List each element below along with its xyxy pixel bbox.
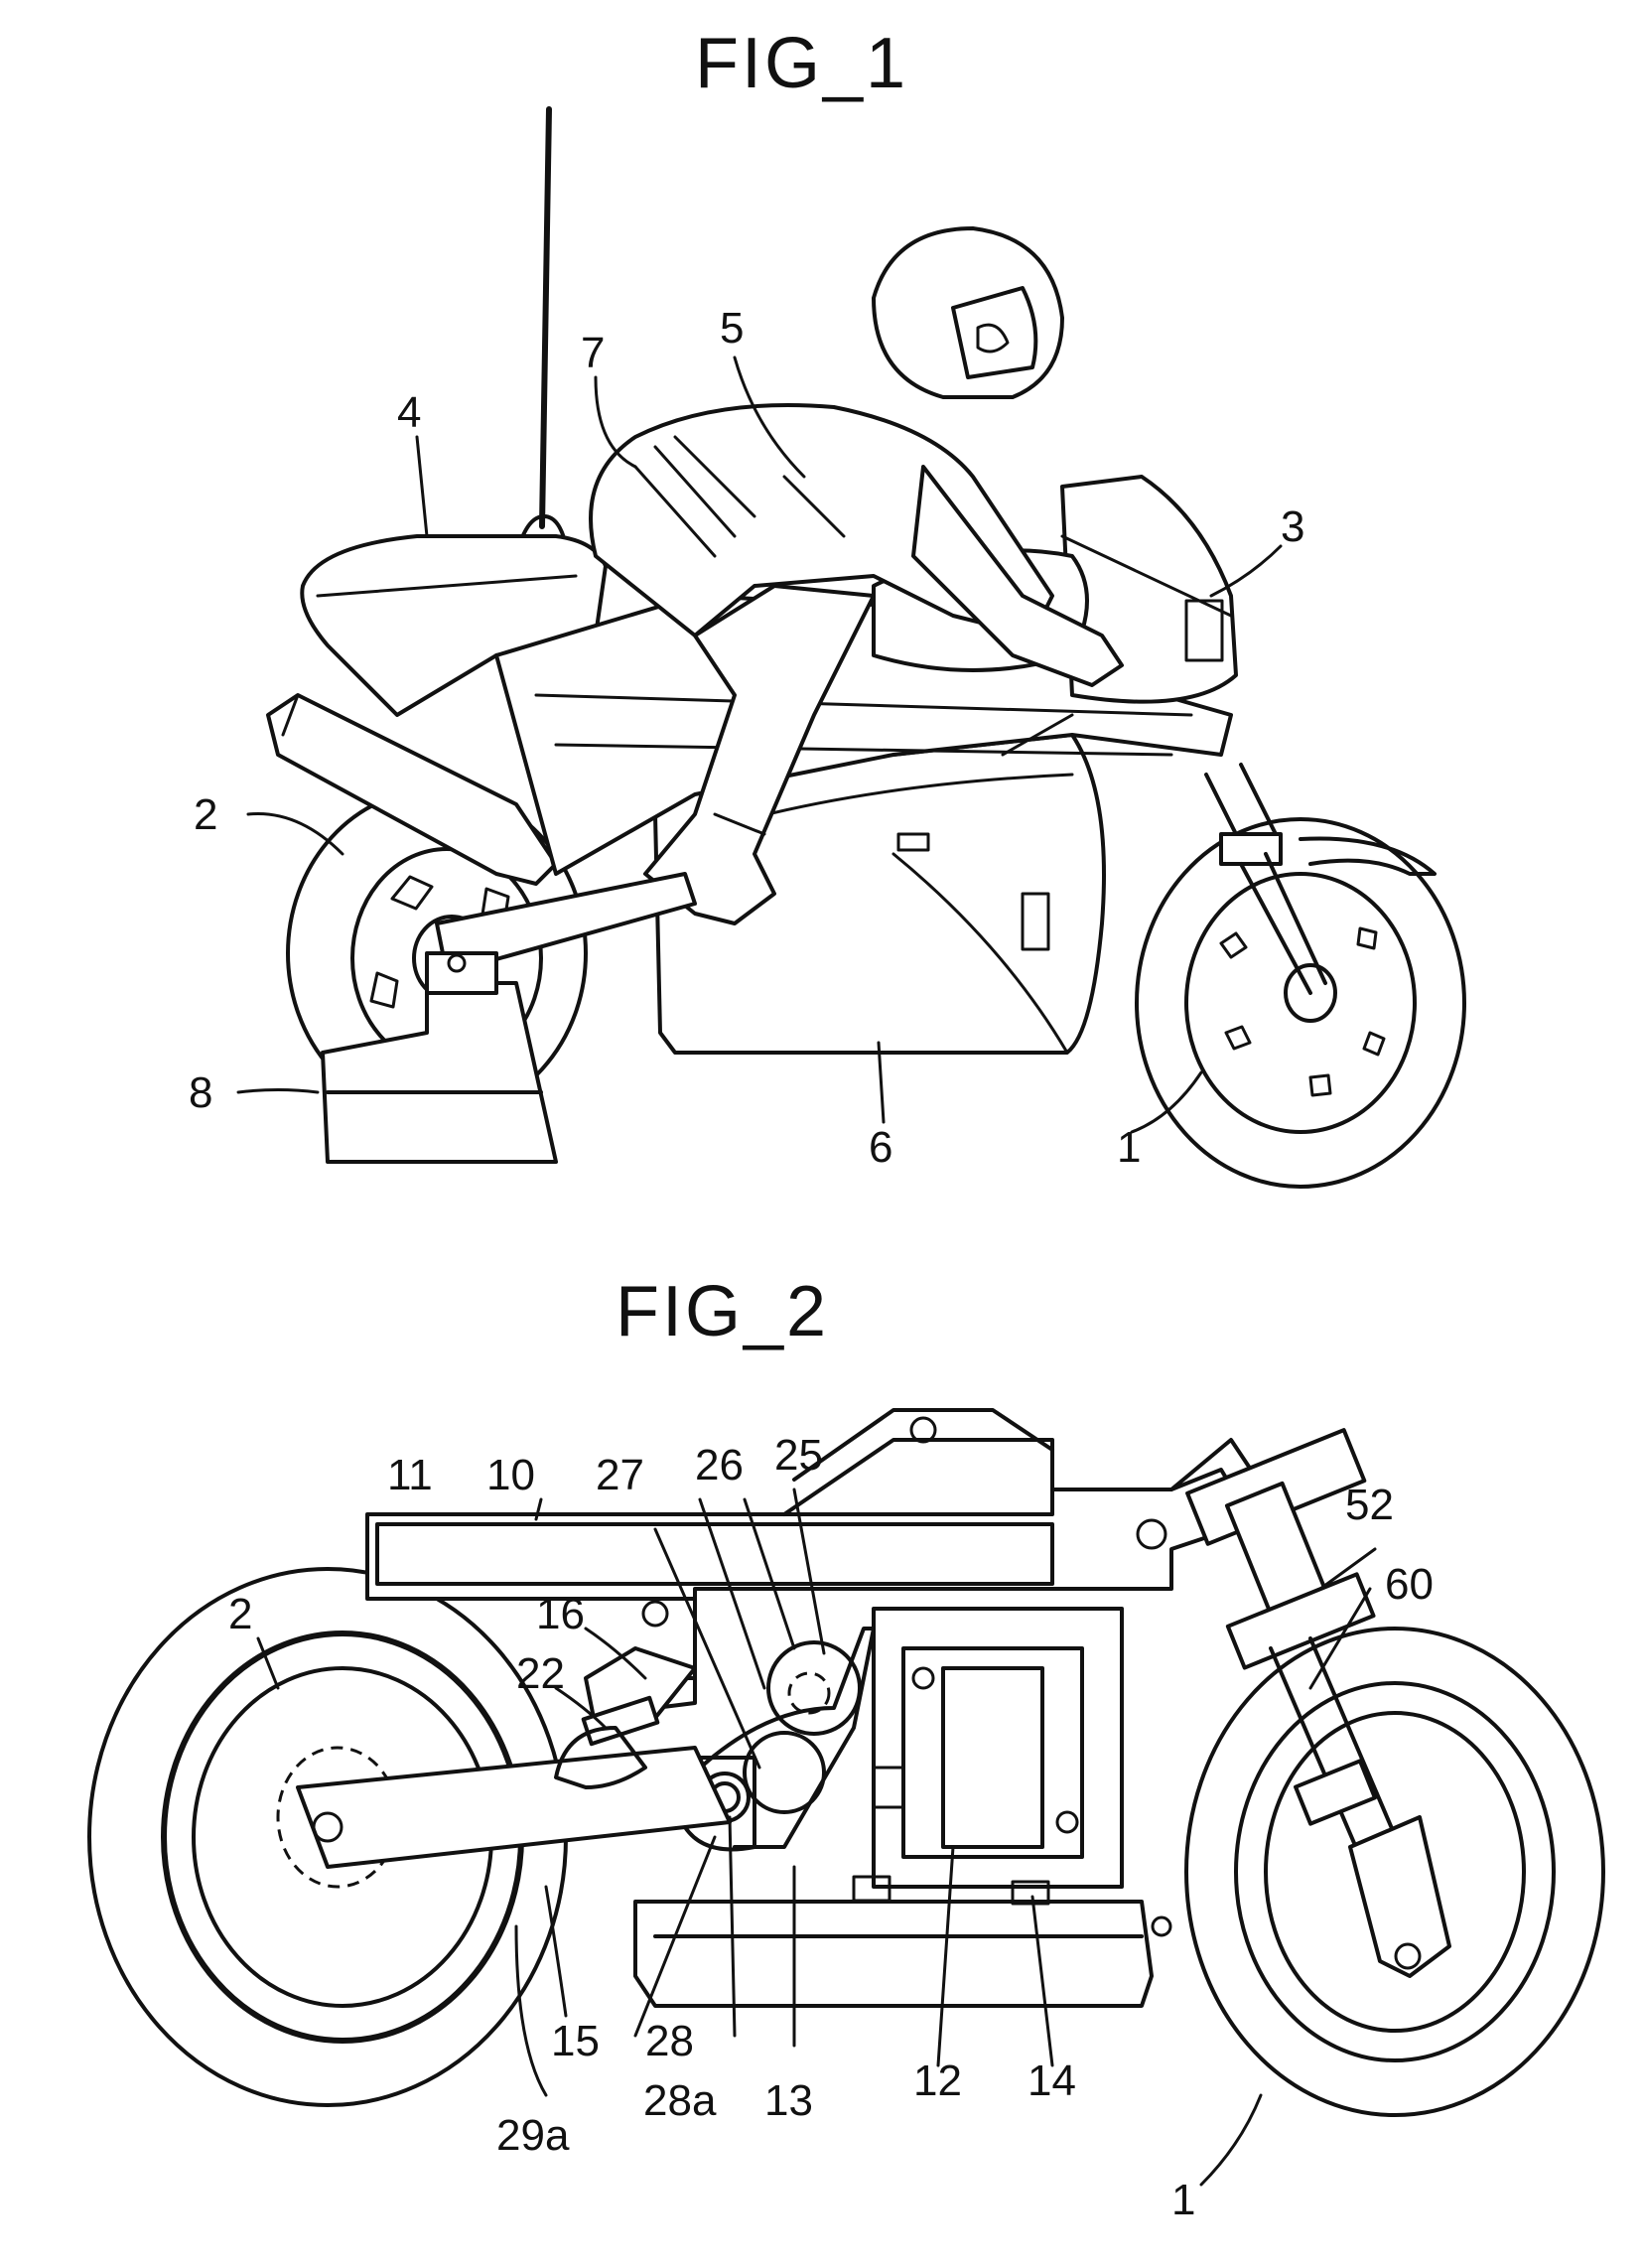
label-stand: 8 — [189, 1068, 212, 1117]
label-steering-unit: 52 — [1345, 1481, 1394, 1529]
label-gear-27: 27 — [596, 1451, 644, 1499]
figure-1-leaders — [236, 355, 1283, 1134]
label-pivot-gear: 28 — [645, 2017, 694, 2065]
label-under-cowl: 6 — [869, 1123, 892, 1172]
label-gear-housing: 13 — [764, 2076, 813, 2125]
label-rear-wheel: 2 — [194, 790, 217, 839]
label-seat-cowl: 4 — [397, 388, 421, 437]
display-stand — [321, 951, 558, 1164]
front-fork — [1136, 1518, 1451, 1978]
label-tank-body: 5 — [720, 304, 744, 353]
figure-2-title: FIG_2 — [616, 1272, 829, 1351]
label-front-wheel: 1 — [1117, 1123, 1141, 1172]
label-frame-upper: 11 — [387, 1451, 433, 1499]
label-front-fork: 60 — [1385, 1560, 1434, 1609]
figure-2: FIG_2 — [87, 1272, 1605, 2224]
rider — [589, 226, 1124, 925]
chassis-base — [633, 1875, 1172, 2008]
label-rear-wheel: 2 — [228, 1590, 252, 1638]
antenna — [514, 106, 570, 558]
front-fork — [1204, 763, 1437, 995]
steering-unit — [1185, 1428, 1376, 1670]
label-front-cowl: 3 — [1281, 502, 1304, 551]
label-shock-absorber: 22 — [516, 1649, 565, 1698]
label-gear-26: 26 — [695, 1441, 744, 1489]
label-shock-mount: 16 — [536, 1590, 585, 1638]
swing-arm — [296, 1746, 732, 1869]
label-swing-arm: 15 — [551, 2017, 600, 2065]
label-rider: 7 — [581, 329, 605, 377]
front-wheel-section — [1184, 1627, 1605, 2117]
front-wheel — [1135, 817, 1466, 1189]
figure-1: FIG_1 — [189, 24, 1466, 1189]
figure-1-title: FIG_1 — [695, 24, 908, 103]
label-gear-25: 25 — [774, 1431, 823, 1480]
label-pivot-shaft: 28a — [643, 2076, 717, 2125]
shock-absorber — [554, 1600, 697, 1789]
frame-assembly — [365, 1408, 1322, 1710]
label-chassis-base: 14 — [1028, 2056, 1076, 2105]
label-front-wheel: 1 — [1171, 2176, 1195, 2224]
label-motor: 12 — [913, 2056, 962, 2105]
figure-2-leaders — [256, 1488, 1377, 2187]
label-rear-sprocket: 29a — [496, 2111, 570, 2160]
motor-assembly — [872, 1607, 1124, 1889]
label-frame-assembly: 10 — [486, 1451, 535, 1499]
